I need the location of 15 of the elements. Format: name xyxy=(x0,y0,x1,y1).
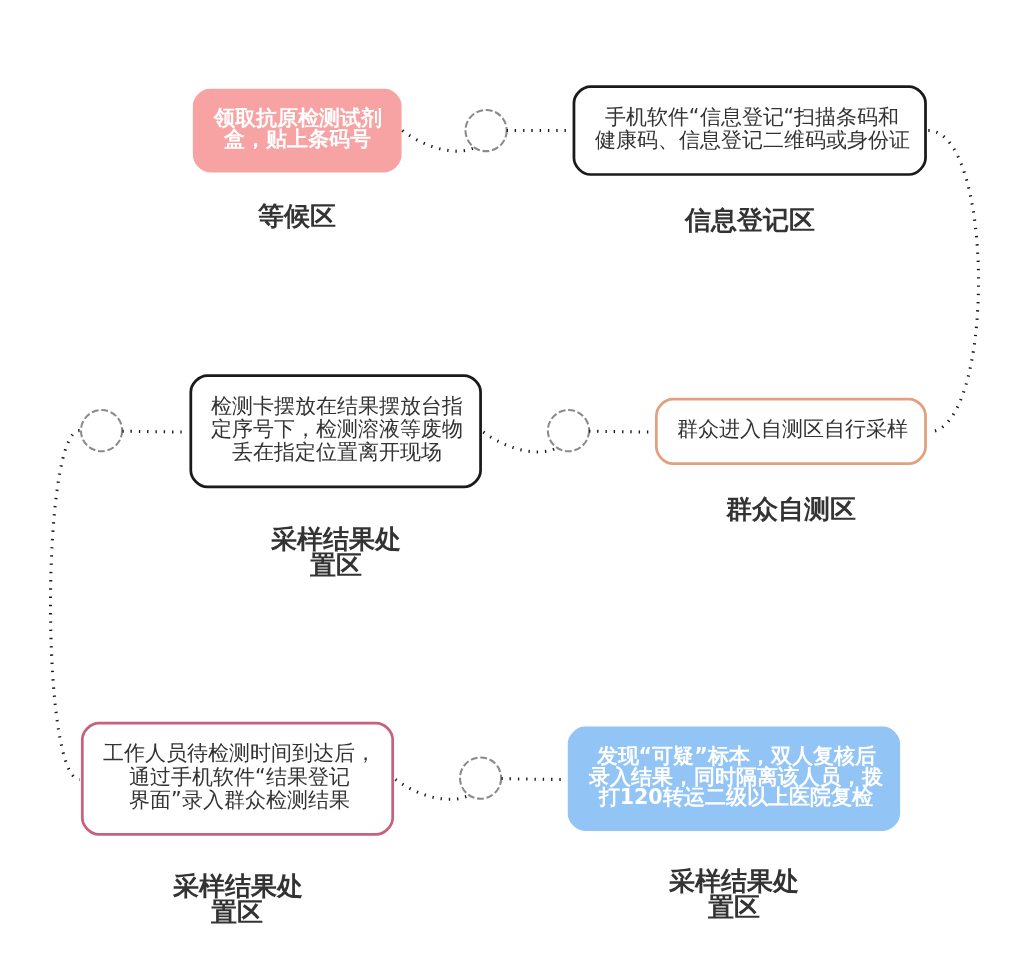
connector xyxy=(400,129,475,153)
node-label: 采样结果处置区 xyxy=(668,865,799,922)
node-label: 等候区 xyxy=(257,200,336,231)
node-label: 采样结果处置区 xyxy=(172,871,303,928)
node-label: 信息登记区 xyxy=(684,205,815,236)
connector xyxy=(394,778,469,801)
node-circle xyxy=(463,108,508,153)
connector xyxy=(481,430,557,454)
node-label: 采样结果处置区 xyxy=(270,523,401,580)
node-circle xyxy=(79,409,123,453)
node-label: 群众自测区 xyxy=(725,494,856,525)
node-circle xyxy=(546,409,590,453)
connector xyxy=(927,129,980,434)
node-circle xyxy=(458,756,502,800)
connector xyxy=(48,429,80,781)
